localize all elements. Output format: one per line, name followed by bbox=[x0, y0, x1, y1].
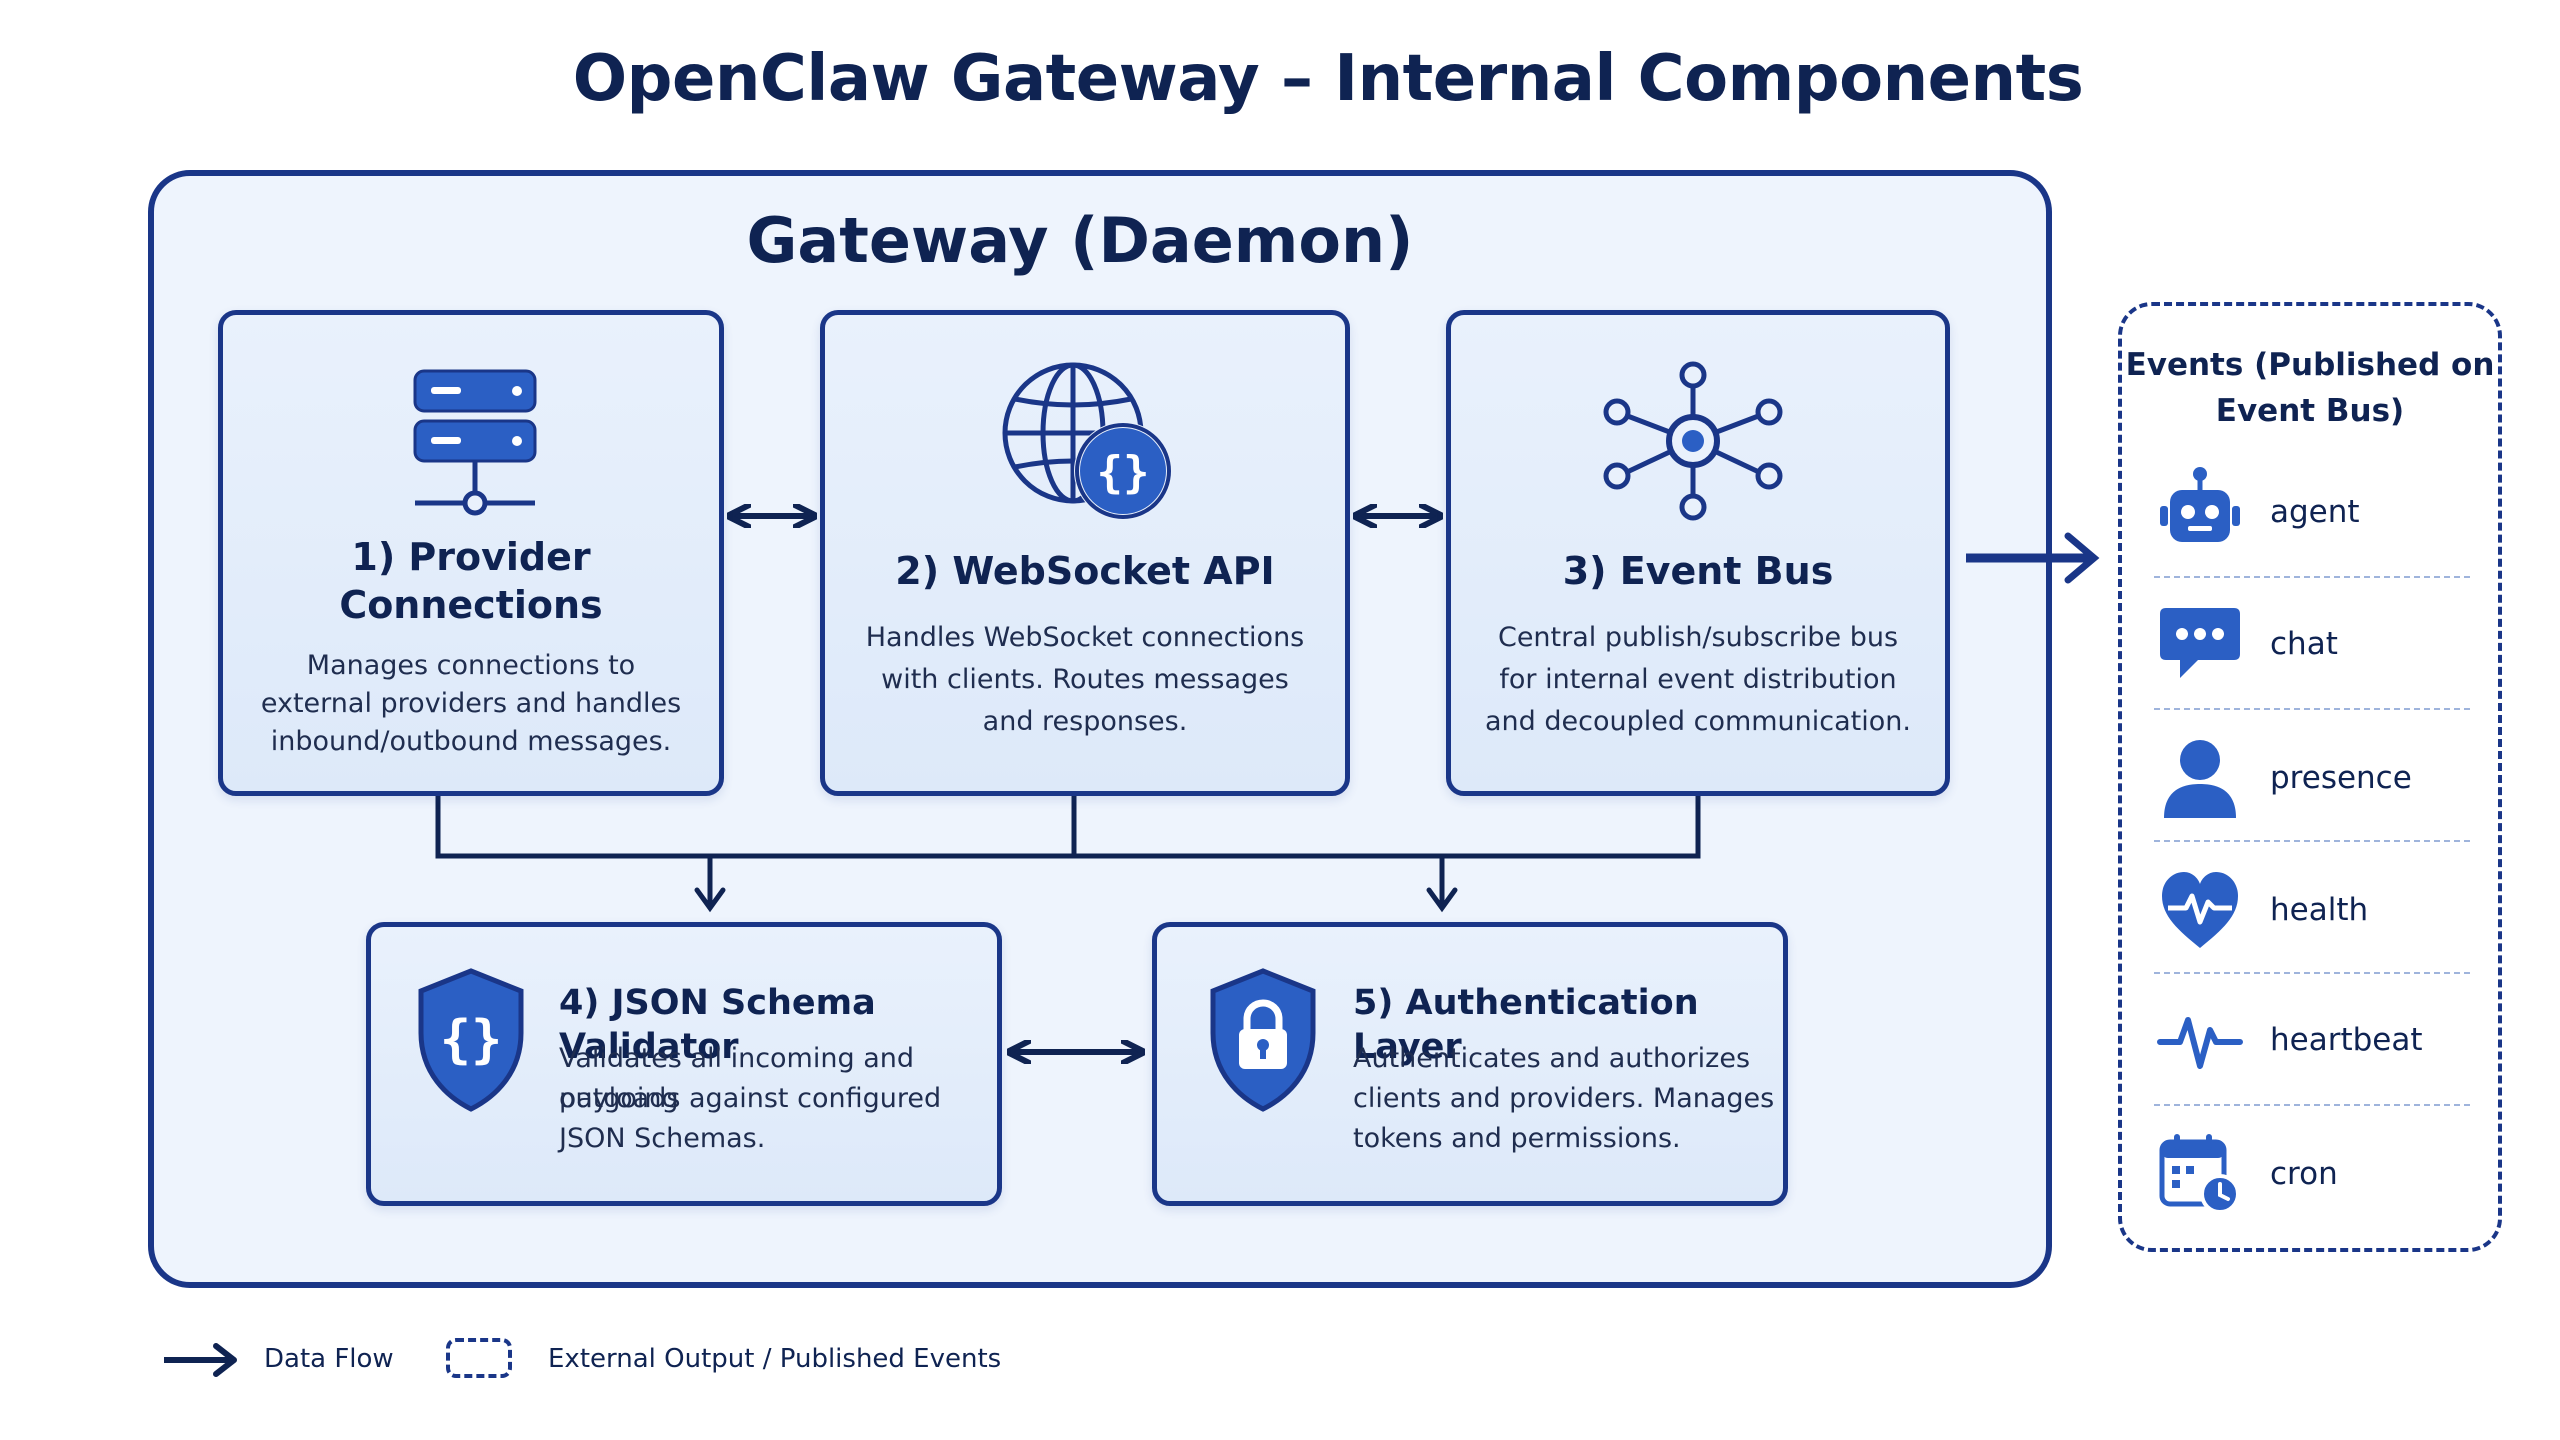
hub-network-icon bbox=[1603, 361, 1783, 521]
arrow-down-auth bbox=[1426, 887, 1458, 913]
shield-braces-icon: {} bbox=[418, 968, 524, 1112]
event-item-health: health bbox=[2158, 868, 2478, 968]
svg-text:{}: {} bbox=[1097, 447, 1150, 498]
events-divider bbox=[2154, 576, 2470, 578]
event-item-agent: agent bbox=[2158, 466, 2478, 576]
gateway-title: Gateway (Daemon) bbox=[746, 204, 1414, 277]
event-item-heartbeat: heartbeat bbox=[2157, 1000, 2478, 1100]
eventbus-desc-line2: for internal event distribution bbox=[1499, 664, 1897, 695]
eventbus-desc-line3: and decoupled communication. bbox=[1485, 706, 1911, 737]
event-item-chat: chat bbox=[2158, 602, 2478, 702]
events-divider bbox=[2154, 708, 2470, 710]
page-title: OpenClaw Gateway – Internal Components bbox=[572, 42, 2084, 116]
auth-desc-line1: Authenticates and authorizes bbox=[1353, 1043, 1751, 1074]
server-icon bbox=[413, 369, 537, 516]
card-provider-connections: 1) Provider Connections Manages connecti… bbox=[218, 310, 724, 796]
auth-desc-line2: clients and providers. Manages bbox=[1353, 1083, 1775, 1114]
event-label-health: health bbox=[2270, 892, 2369, 928]
events-divider bbox=[2154, 972, 2470, 974]
card-websocket-api: {} 2) WebSocket API Handles WebSocket co… bbox=[820, 310, 1350, 796]
chat-bubble-icon bbox=[2160, 608, 2240, 678]
provider-desc-line2: external providers and handles bbox=[260, 688, 682, 719]
event-label-cron: cron bbox=[2270, 1156, 2338, 1192]
pulse-line-icon bbox=[2157, 1017, 2243, 1069]
data-flow-arrow-icon bbox=[164, 1343, 237, 1377]
events-divider bbox=[2154, 1104, 2470, 1106]
legend-data-flow: Data Flow bbox=[264, 1344, 394, 1374]
eventbus-title: 3) Event Bus bbox=[1562, 549, 1834, 593]
legend: Data Flow External Output / Published Ev… bbox=[162, 1330, 1062, 1390]
globe-braces-icon: {} bbox=[1002, 362, 1172, 520]
validator-title: 4) JSON Schema Validator bbox=[559, 983, 876, 1067]
legend-external-output: External Output / Published Events bbox=[548, 1344, 1002, 1374]
provider-desc-line3: inbound/outbound messages. bbox=[270, 726, 672, 757]
arrow-down-validator bbox=[694, 887, 726, 913]
card-json-schema-validator: {} 4) JSON Schema Validator Validates al… bbox=[366, 922, 1002, 1206]
external-output-dashed-icon bbox=[446, 1338, 512, 1378]
auth-title: 5) Authentication Layer bbox=[1353, 983, 1699, 1067]
person-icon bbox=[2164, 740, 2236, 818]
provider-title-line2: Connections bbox=[339, 583, 603, 627]
validator-desc-line3: JSON Schemas. bbox=[559, 1123, 766, 1154]
events-title-line1: Events (Published on bbox=[2125, 347, 2495, 383]
websocket-title: 2) WebSocket API bbox=[895, 549, 1275, 593]
merge-lines bbox=[435, 796, 1701, 904]
validator-desc-line2: payloads against configured bbox=[559, 1083, 942, 1114]
svg-text:{}: {} bbox=[440, 1010, 503, 1070]
heart-pulse-icon bbox=[2162, 872, 2238, 948]
event-item-presence: presence bbox=[2158, 736, 2478, 836]
event-label-chat: chat bbox=[2270, 626, 2338, 662]
calendar-clock-icon bbox=[2159, 1134, 2240, 1214]
events-panel: Events (Published on Event Bus) agent bbox=[2118, 302, 2502, 1252]
card-event-bus: 3) Event Bus Central publish/subscribe b… bbox=[1446, 310, 1950, 796]
event-label-agent: agent bbox=[2270, 494, 2360, 530]
websocket-desc-line2: with clients. Routes messages bbox=[881, 664, 1289, 695]
event-label-heartbeat: heartbeat bbox=[2270, 1022, 2423, 1058]
auth-desc-line3: tokens and permissions. bbox=[1353, 1123, 1681, 1154]
provider-desc-line1: Manages connections to bbox=[306, 650, 636, 681]
robot-icon bbox=[2160, 467, 2240, 542]
provider-title-line1: 1) Provider bbox=[351, 535, 591, 579]
event-item-cron: cron bbox=[2158, 1132, 2478, 1232]
validator-desc-line1: Validates all incoming and outgoing bbox=[559, 1043, 914, 1114]
websocket-desc-line3: and responses. bbox=[982, 706, 1188, 737]
events-title-line2: Event Bus) bbox=[2215, 393, 2405, 429]
websocket-desc-line1: Handles WebSocket connections bbox=[865, 622, 1305, 653]
shield-lock-icon bbox=[1210, 968, 1316, 1112]
events-divider bbox=[2154, 840, 2470, 842]
eventbus-desc-line1: Central publish/subscribe bus bbox=[1497, 622, 1899, 653]
arrow-gateway-to-events bbox=[1966, 532, 2100, 584]
event-label-presence: presence bbox=[2270, 760, 2412, 796]
card-authentication-layer: 5) Authentication Layer Authenticates an… bbox=[1152, 922, 1788, 1206]
